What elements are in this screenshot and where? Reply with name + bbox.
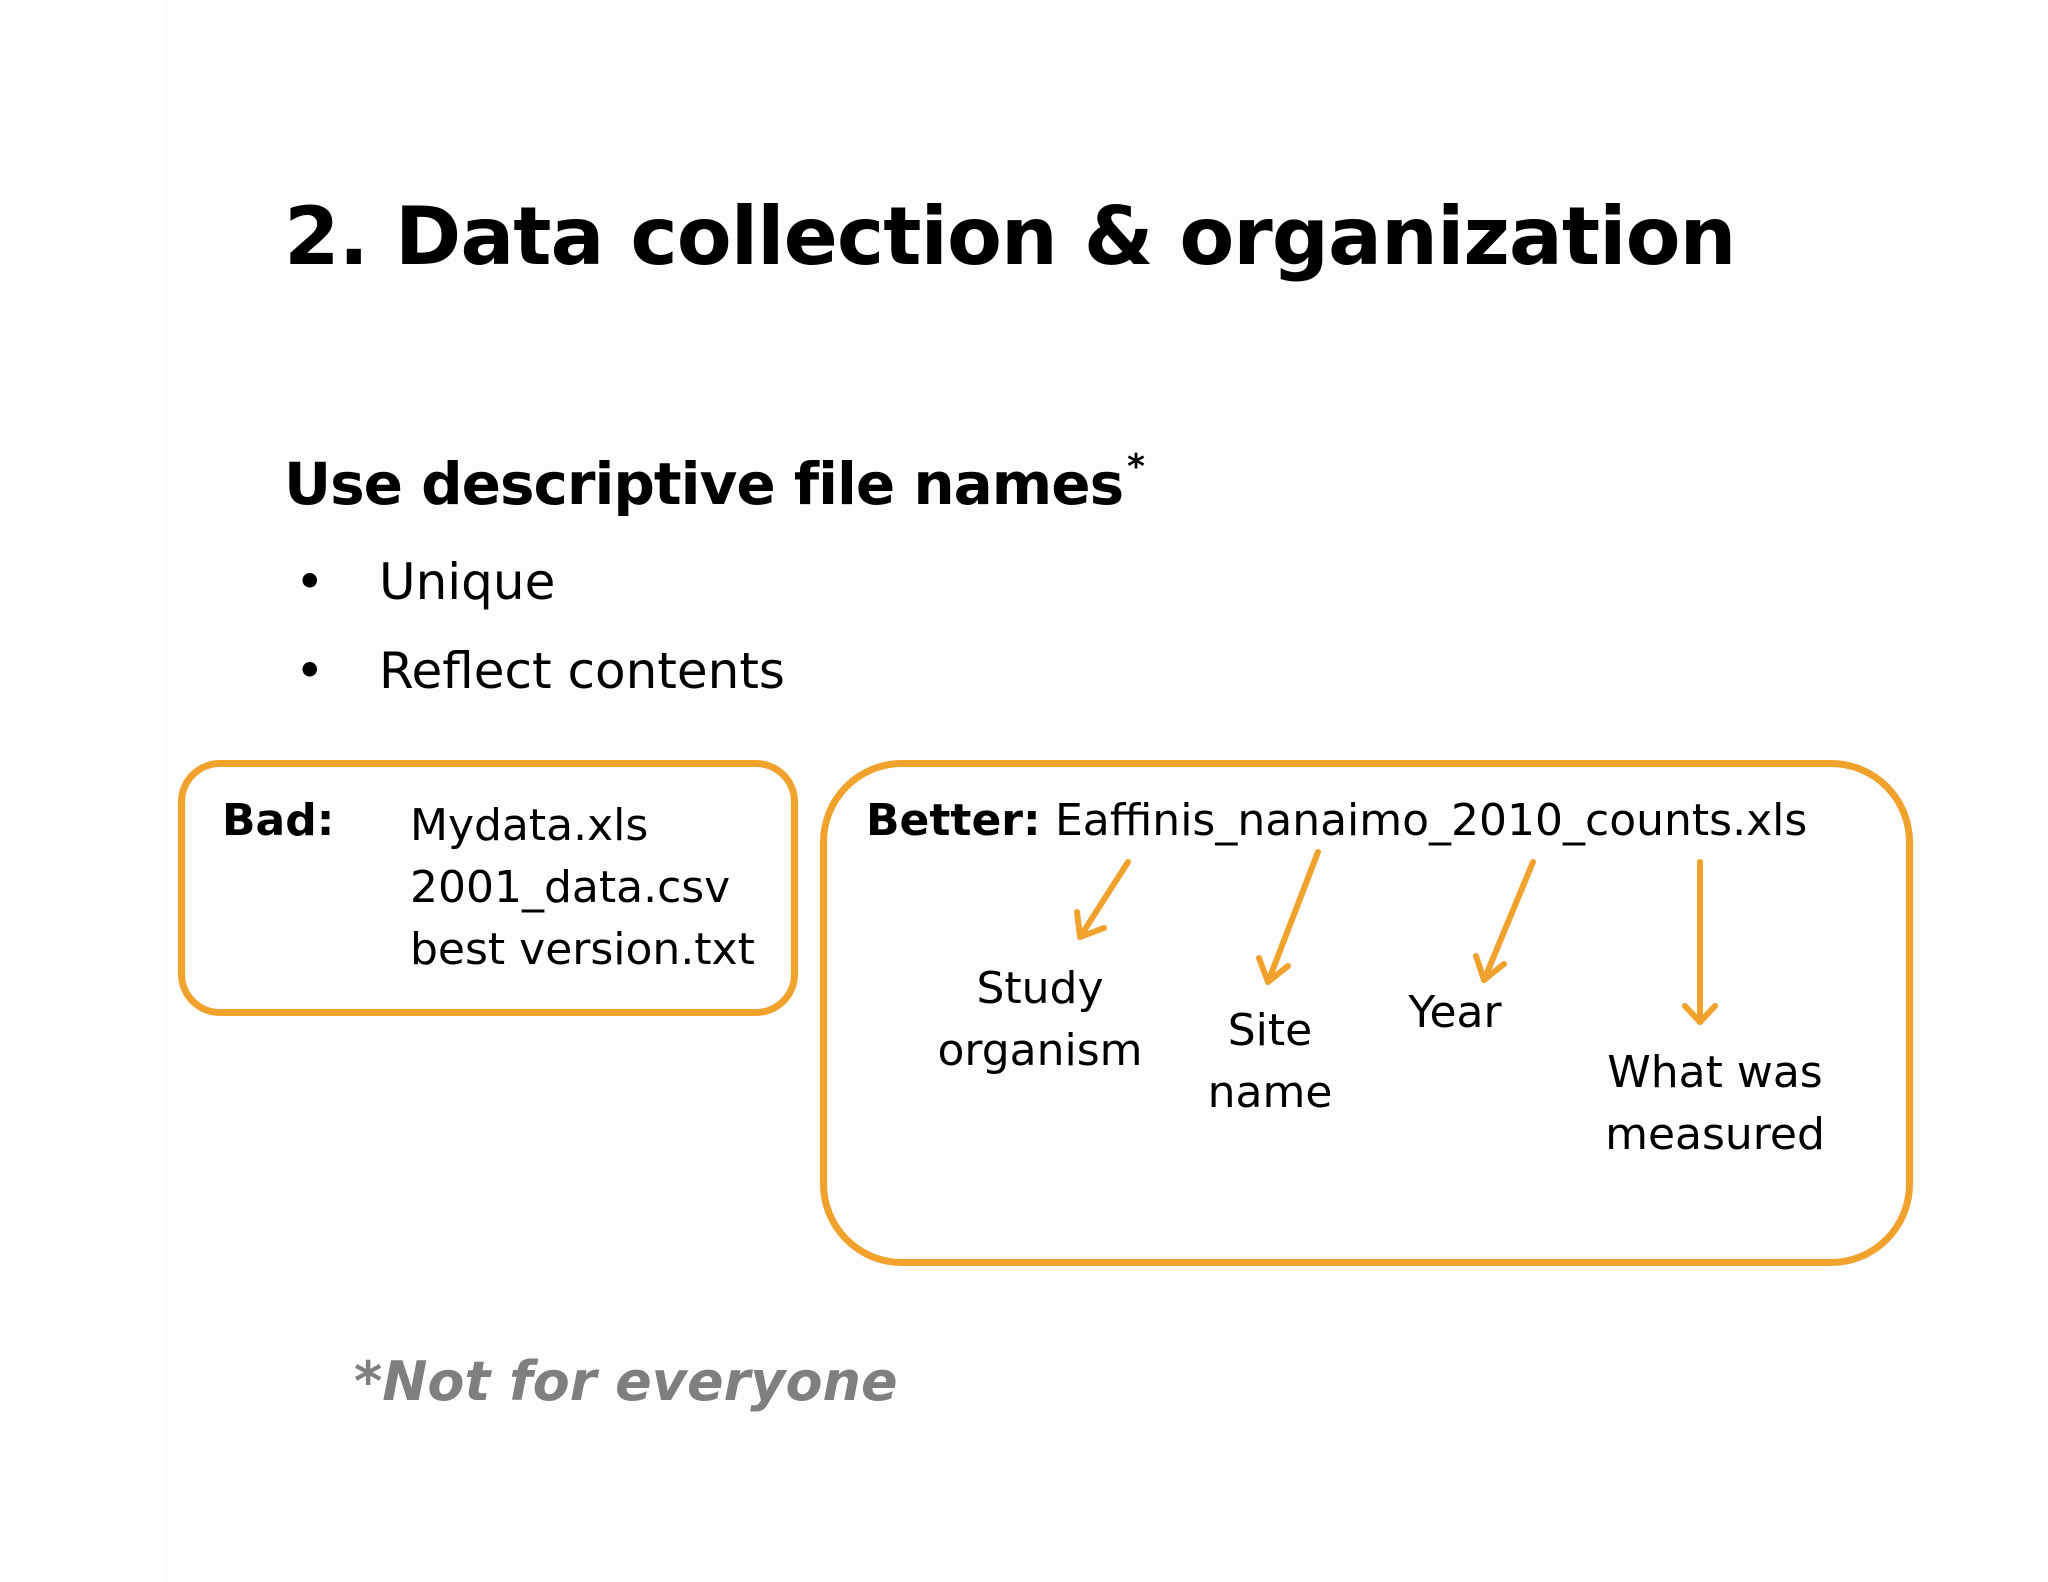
bad-label: Bad: xyxy=(222,795,335,846)
bad-file-name: Mydata.xls xyxy=(410,800,649,851)
subtitle-asterisk: * xyxy=(1127,446,1145,487)
part-label-site-name: Site name xyxy=(1207,1005,1333,1118)
slide-title: 2. Data collection & organization xyxy=(284,190,1736,283)
bullet-item-reflect-contents: • Reflect contents xyxy=(295,642,785,700)
footnote: *Not for everyone xyxy=(354,1350,898,1413)
better-file-name: Eaffinis_nanaimo_2010_counts.xls xyxy=(1055,795,1808,846)
better-label: Better: xyxy=(866,795,1041,846)
part-label-what-was-measured: What was measured xyxy=(1605,1047,1825,1160)
better-example-box xyxy=(820,760,1913,1266)
bad-file-name: best version.txt xyxy=(410,924,755,975)
bad-file-list: Mydata.xls 2001_data.csv best version.tx… xyxy=(410,795,755,981)
bullet-symbol: • xyxy=(295,553,325,611)
bullet-item-unique: • Unique xyxy=(295,553,555,611)
bullet-text: Unique xyxy=(379,553,556,611)
part-label-year: Year xyxy=(1408,987,1502,1038)
bad-examples-box xyxy=(178,760,798,1016)
part-label-study-organism: Study organism xyxy=(937,963,1143,1076)
section-subtitle: Use descriptive file names* xyxy=(284,446,1145,518)
bullet-text: Reflect contents xyxy=(379,642,785,700)
bad-file-name: 2001_data.csv xyxy=(410,862,731,913)
subtitle-text: Use descriptive file names xyxy=(284,450,1124,518)
bullet-symbol: • xyxy=(295,642,325,700)
